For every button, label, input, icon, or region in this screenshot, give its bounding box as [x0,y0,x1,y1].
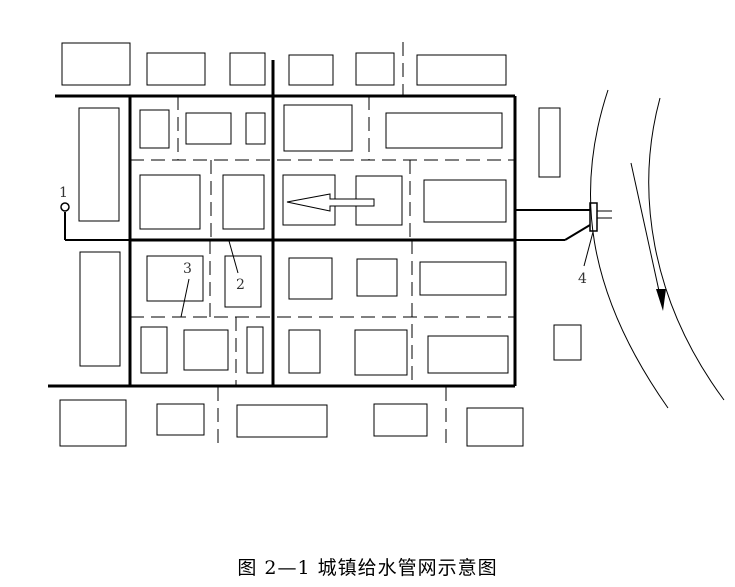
building [139,109,170,149]
building [224,255,262,308]
building [288,329,321,374]
left-buildings [78,107,121,367]
building [222,174,265,230]
river-flow-line [630,162,662,301]
label-3: 3 [183,261,192,277]
leader-line [583,231,594,267]
building [156,403,205,436]
building [354,329,408,376]
label-1: 1 [59,185,68,201]
label-4: 4 [578,271,587,287]
building [78,107,120,222]
leaders [180,231,594,318]
leader-line [180,278,190,318]
building [416,54,507,86]
flow-arrow [286,193,375,212]
label-2: 2 [236,277,245,293]
building [246,326,264,374]
main-pipes [48,60,517,388]
building [59,399,127,447]
water-plant-symbol [589,202,598,232]
building [553,324,582,361]
building [466,407,524,447]
supply-pipe [564,224,591,241]
building [288,257,333,300]
intake-node [60,202,70,212]
river [590,89,725,409]
building [283,104,353,152]
water-plant-connection [515,202,612,241]
building [146,52,206,86]
labels: 1 2 3 4 [59,185,587,293]
building [140,326,168,374]
building [373,403,428,437]
bottom-buildings [59,399,524,447]
building [79,251,121,367]
building [139,174,201,230]
building [185,112,232,145]
building [427,335,509,374]
river-flow-arrowhead [656,289,666,311]
building [183,329,229,371]
building [61,42,131,86]
building [229,52,266,86]
branch-pipes [130,42,515,446]
building [423,179,507,223]
building [146,255,204,302]
building [355,52,395,86]
leader-line [228,240,239,274]
building [245,112,266,145]
right-buildings [538,107,582,361]
top-buildings [61,42,507,86]
river-bank [648,97,725,401]
river-bank [590,89,669,409]
building [419,261,507,296]
building [356,258,398,297]
building [538,107,561,178]
building [288,54,334,86]
figure-caption: 图 2—1 城镇给水管网示意图 [237,557,498,579]
building [236,404,328,438]
intake-line [60,202,130,241]
building [385,112,503,149]
